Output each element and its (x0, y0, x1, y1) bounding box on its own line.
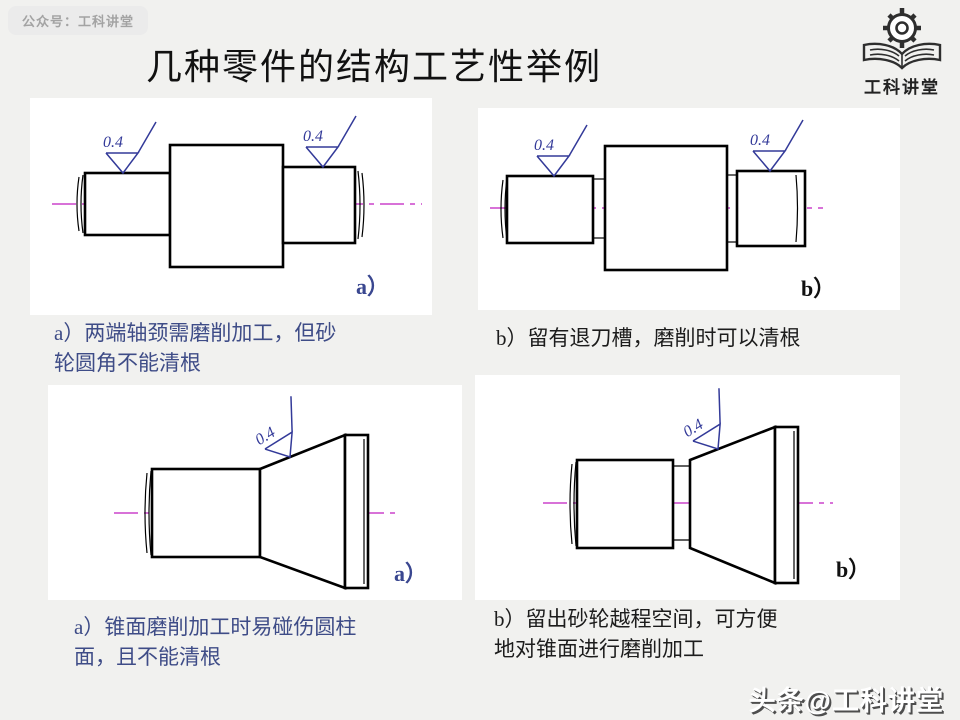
svg-text:0.4: 0.4 (750, 132, 770, 149)
figure-shaft-groove: 0.4 0.4 b） (478, 108, 900, 310)
svg-text:0.4: 0.4 (103, 134, 123, 151)
roughness-symbol: 0.4 (534, 124, 588, 178)
account-badge: 公众号：工科讲堂 (8, 6, 149, 35)
center-block (603, 144, 729, 272)
caption-line: 面，且不能清根 (74, 645, 221, 669)
cylinder (150, 467, 262, 559)
svg-text:0.4: 0.4 (534, 137, 554, 154)
roughness-symbol: 0.4 (303, 115, 357, 169)
right-journal (735, 169, 807, 248)
caption-shaft-plain: a）两端轴颈需磨削加工，但砂 轮圆角不能清根 (54, 318, 336, 378)
cylinder (575, 458, 675, 550)
page-title: 几种零件的结构工艺性举例 (146, 47, 603, 87)
caption-line: 地对锥面进行磨削加工 (494, 637, 704, 661)
figure-label: a） (394, 561, 427, 586)
right-journal (281, 165, 357, 245)
figure-label: b） (836, 557, 870, 582)
cone (258, 433, 347, 590)
cone (688, 425, 777, 585)
caption-shaft-groove: b）留有退刀槽，磨削时可以清根 (496, 323, 801, 353)
left-journal (505, 174, 595, 245)
svg-text:0.4: 0.4 (252, 424, 278, 449)
figure-cone-plain: 0.4 a） (48, 385, 462, 600)
brand-name: 工科讲堂 (864, 78, 940, 97)
figure-label: b） (801, 276, 835, 301)
figure-shaft-plain: 0.4 0.4 a） (30, 98, 432, 315)
roughness-symbol: 0.4 (103, 121, 157, 175)
brand-logo: 工科讲堂 (852, 2, 952, 98)
watermark: 头条@工科讲堂 (748, 686, 944, 716)
figure-cone-relief: 0.4 b） (475, 375, 900, 600)
flange (343, 433, 370, 590)
caption-line: 轮圆角不能清根 (54, 351, 201, 375)
caption-cone-relief: b）留出砂轮越程空间，可方便 地对锥面进行磨削加工 (494, 604, 778, 664)
svg-text:0.4: 0.4 (680, 416, 706, 441)
center-block (168, 143, 285, 269)
gear-open-book-icon (862, 8, 942, 70)
caption-line: a）锥面磨削加工时易碰伤圆柱 (74, 615, 357, 639)
left-journal (83, 171, 172, 237)
caption-line: b）留出砂轮越程空间，可方便 (494, 607, 778, 631)
caption-cone-plain: a）锥面磨削加工时易碰伤圆柱 面，且不能清根 (74, 612, 356, 672)
roughness-symbol: 0.4 (750, 119, 804, 173)
caption-line: a）两端轴颈需磨削加工，但砂 (54, 321, 337, 345)
flange (773, 425, 800, 585)
figure-label: a） (356, 274, 389, 299)
caption-line: b）留有退刀槽，磨削时可以清根 (496, 326, 801, 350)
svg-text:0.4: 0.4 (303, 128, 323, 145)
